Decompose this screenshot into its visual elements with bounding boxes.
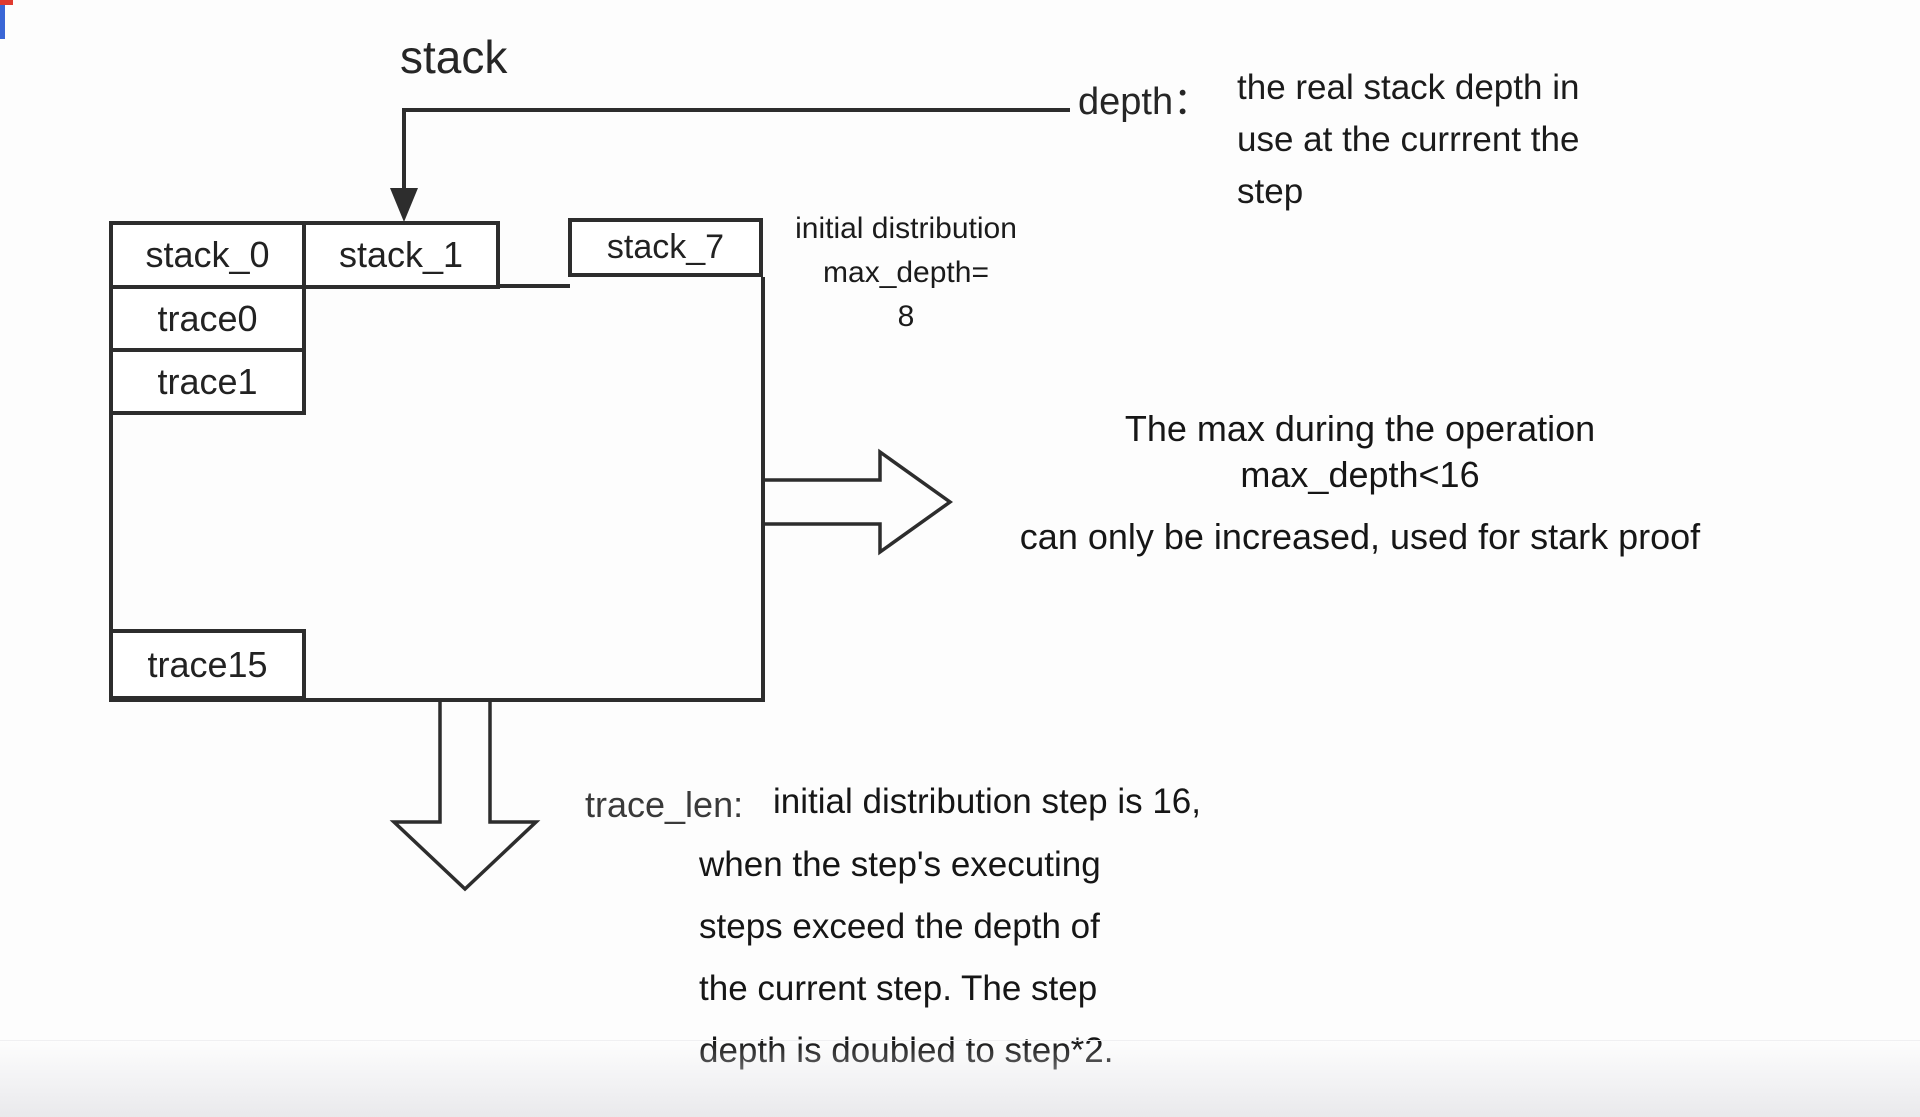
cell-stack-1: stack_1 bbox=[302, 221, 500, 289]
initial-distribution-line: initial distribution bbox=[795, 212, 1017, 245]
depth-note-label: depth： bbox=[1078, 81, 1212, 123]
edge-artifact-red bbox=[0, 0, 13, 5]
trace-note-line: when the step's executing bbox=[699, 845, 1101, 884]
stack-pointer-arrowhead-icon bbox=[390, 188, 418, 222]
cell-stack-7: stack_7 bbox=[568, 218, 763, 277]
trace-note-line: initial distribution step is 16, bbox=[773, 782, 1201, 821]
right-block-arrow-icon bbox=[765, 448, 954, 556]
cell-trace1-label: trace1 bbox=[157, 360, 258, 402]
cell-stack-0: stack_0 bbox=[109, 221, 306, 289]
cell-trace1: trace1 bbox=[109, 348, 306, 415]
edge-artifact-blue bbox=[0, 5, 5, 39]
cell-trace0-label: trace0 bbox=[157, 297, 258, 339]
cell-trace15: trace15 bbox=[109, 629, 306, 700]
max-note-line: can only be increased, used for stark pr… bbox=[1019, 516, 1701, 557]
cell-stack-1-label: stack_1 bbox=[338, 234, 464, 275]
trace-note-line: steps exceed the depth of bbox=[699, 907, 1100, 946]
cell-stack-0-label: stack_0 bbox=[145, 234, 270, 275]
stack-title: stack bbox=[400, 31, 508, 83]
stack-pointer-leader-line bbox=[402, 108, 1070, 192]
cell-stack-7-label: stack_7 bbox=[606, 228, 725, 266]
trace-len-label: trace_len: bbox=[585, 784, 744, 825]
max-note-line: max_depth<16 bbox=[1240, 454, 1480, 495]
depth-note-line: use at the currrent the bbox=[1237, 120, 1580, 159]
max-note-line: The max during the operation bbox=[1124, 408, 1596, 449]
depth-note-line: the real stack depth in bbox=[1237, 68, 1580, 107]
trace-note-line: the current step. The step bbox=[699, 969, 1098, 1008]
bottom-fade-band bbox=[0, 1040, 1920, 1117]
down-block-arrow-icon bbox=[389, 700, 541, 892]
cell-trace15-label: trace15 bbox=[147, 643, 268, 685]
cell-trace0: trace0 bbox=[109, 285, 306, 352]
depth-note-line: step bbox=[1237, 172, 1304, 211]
memory-box-outline bbox=[109, 225, 765, 702]
initial-distribution-line: 8 bbox=[897, 300, 915, 333]
initial-distribution-line: max_depth= bbox=[823, 256, 989, 289]
